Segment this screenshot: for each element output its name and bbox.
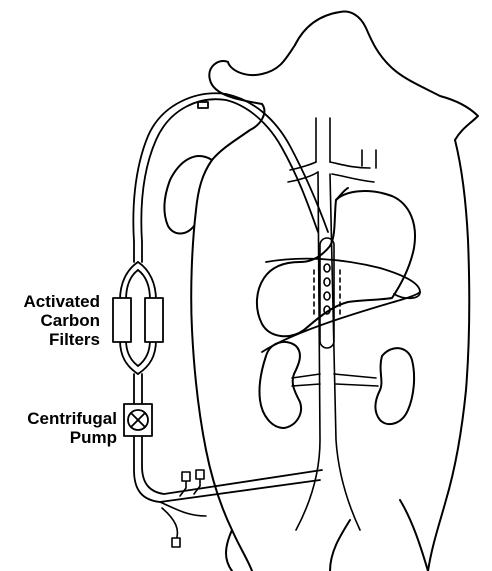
pump-label: Centrifugal Pump — [4, 409, 117, 447]
sampling-ports — [160, 470, 206, 547]
filters-label-line-3: Filters — [4, 330, 100, 349]
activated-carbon-filters — [113, 298, 163, 342]
blood-vessels — [288, 118, 378, 530]
filters-label-line-2: Carbon — [4, 311, 100, 330]
liver — [257, 188, 415, 336]
centrifugal-pump — [124, 404, 152, 436]
filters-label-line-1: Activated — [4, 292, 100, 311]
pump-label-line-2: Pump — [4, 428, 117, 447]
pump-label-line-1: Centrifugal — [4, 409, 117, 428]
filters-label: Activated Carbon Filters — [4, 292, 100, 349]
kidney-right — [375, 348, 414, 424]
kidney-left — [259, 342, 301, 428]
